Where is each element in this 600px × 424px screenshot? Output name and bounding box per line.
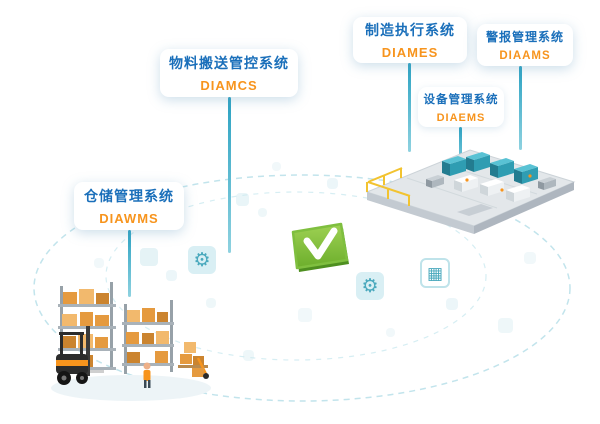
system-name: 制造执行系统 — [365, 22, 455, 38]
warehouse-illustration — [51, 282, 211, 401]
connector-diaams — [519, 66, 522, 150]
deco-square — [272, 162, 281, 171]
connector-diamcs — [228, 97, 231, 253]
connector-diaems — [459, 127, 462, 172]
deco-square — [327, 178, 338, 189]
gear-glyph: ⚙ — [193, 249, 211, 271]
label-diamcs: 物料搬送管控系统 DIAMCS — [160, 49, 298, 97]
deco-square — [140, 248, 158, 266]
system-name: 警报管理系统 — [485, 30, 564, 44]
pallet-stack — [178, 342, 208, 368]
deco-square — [236, 193, 249, 206]
hand-truck — [192, 357, 209, 379]
deco-square — [94, 258, 104, 268]
safety-fence — [366, 167, 411, 206]
gear-icon: ⚙ — [356, 272, 384, 300]
factory-machines — [426, 152, 556, 202]
factory-illustration — [365, 149, 576, 234]
system-code: DIAMES — [381, 45, 439, 60]
deco-square — [386, 328, 395, 337]
worker-figure — [143, 362, 151, 388]
grid-glyph: ▦ — [426, 263, 444, 283]
center-check-icon — [291, 222, 349, 272]
system-name: 仓储管理系统 — [84, 188, 174, 204]
gear-icon: ⚙ — [188, 246, 216, 274]
deco-square — [258, 208, 267, 217]
label-diawms: 仓储管理系统 DIAWMS — [74, 182, 184, 230]
system-code: DIAEMS — [436, 111, 486, 124]
gear-glyph: ⚙ — [361, 275, 379, 297]
grid-panel-icon: ▦ — [420, 258, 450, 288]
connector-diawms — [128, 230, 131, 297]
deco-square — [446, 298, 458, 310]
system-name: 设备管理系统 — [423, 93, 499, 106]
deco-square — [166, 270, 177, 281]
deco-square — [524, 252, 536, 264]
system-code: DIAWMS — [99, 211, 159, 226]
label-diaams: 警报管理系统 DIAAMS — [477, 24, 573, 66]
deco-square — [498, 318, 513, 333]
forklift — [56, 326, 104, 385]
label-diames: 制造执行系统 DIAMES — [353, 17, 467, 63]
deco-square — [298, 308, 312, 322]
label-diaems: 设备管理系统 DIAEMS — [418, 87, 504, 127]
system-code: DIAAMS — [499, 50, 551, 62]
deco-square — [243, 350, 254, 361]
connector-diames — [408, 63, 411, 152]
system-name: 物料搬送管控系统 — [169, 55, 289, 71]
system-code: DIAMCS — [200, 78, 258, 93]
deco-square — [206, 298, 216, 308]
